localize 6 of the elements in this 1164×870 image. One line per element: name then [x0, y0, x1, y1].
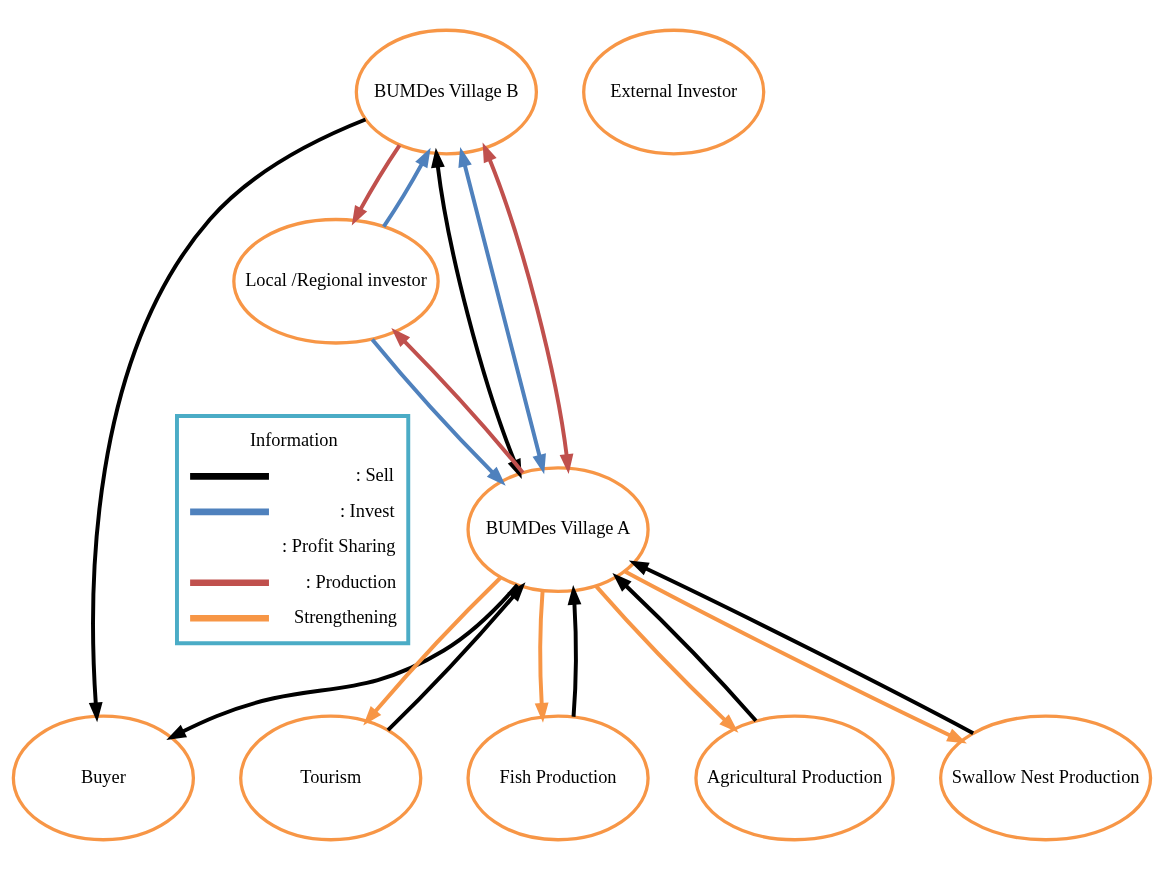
legend-label: : Sell	[355, 465, 394, 486]
label: Information	[249, 429, 338, 450]
legend-label: : Profit Sharing	[282, 536, 396, 557]
legend-label: Strengthening	[293, 607, 398, 628]
legend-label: : Production	[305, 571, 397, 592]
legend-label: : Invest	[339, 500, 395, 521]
